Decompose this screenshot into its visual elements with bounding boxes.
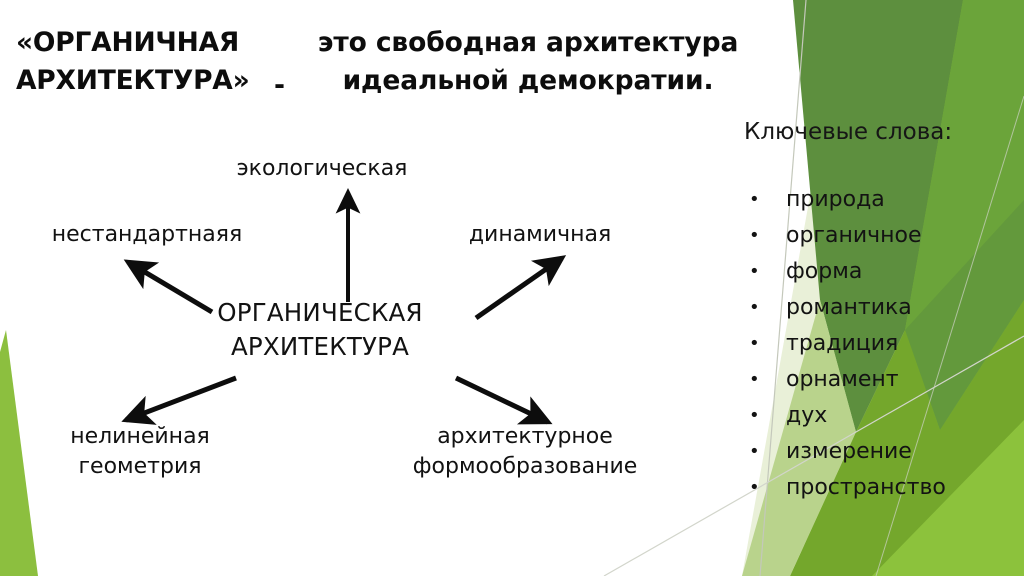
keyword-label: пространство	[786, 475, 946, 500]
diagram-center-label: ОРГАНИЧЕСКАЯ АРХИТЕКТУРА	[217, 298, 423, 361]
list-item: • форма	[744, 254, 1024, 290]
keywords-list: • природа • органичное • форма • романтика •…	[744, 182, 1024, 506]
bullet-icon: •	[749, 369, 760, 390]
diagram-node-eco: экологическая	[236, 156, 408, 181]
keyword-label: романтика	[786, 295, 912, 320]
keyword-label: дух	[786, 403, 828, 428]
keyword-label: орнамент	[786, 367, 899, 392]
arrow-to-nonlinear	[121, 375, 237, 425]
diagram-node-dynamic: динамичная	[468, 222, 612, 247]
bullet-icon: •	[749, 333, 760, 354]
list-item: • романтика	[744, 290, 1024, 326]
list-item: • орнамент	[744, 362, 1024, 398]
diagram-arrows	[121, 188, 567, 425]
list-item: • измерение	[744, 434, 1024, 470]
bullet-icon: •	[749, 189, 760, 210]
arrow-to-nonstd	[123, 259, 214, 315]
title-right-text: это свободная архитектура идеальной демо…	[317, 27, 739, 96]
title-dash: -	[274, 70, 285, 101]
arrow-to-formation	[454, 375, 553, 425]
bullet-icon: •	[749, 477, 760, 498]
keyword-label: природа	[786, 187, 885, 212]
keyword-label: форма	[786, 259, 863, 284]
keyword-label: традиция	[786, 331, 899, 356]
bullet-icon: •	[749, 225, 760, 246]
list-item: • дух	[744, 398, 1024, 434]
title-left-text: «ОРГАНИЧНАЯ АРХИТЕКТУРА»	[16, 27, 250, 96]
slide-title: «ОРГАНИЧНАЯ АРХИТЕКТУРА» - это свободная…	[8, 24, 748, 120]
concept-diagram: экологическая нестандартнаяя динамичная …	[0, 130, 730, 520]
list-item: • традиция	[744, 326, 1024, 362]
diagram-node-nonlinear-geometry: нелинейная геометрия	[70, 424, 210, 479]
diagram-node-nonstandard: нестандартнаяя	[51, 222, 243, 247]
bullet-icon: •	[749, 261, 760, 282]
bullet-icon: •	[749, 441, 760, 462]
keyword-label: измерение	[786, 439, 912, 464]
bullet-icon: •	[749, 405, 760, 426]
keywords-title: Ключевые слова:	[744, 119, 953, 145]
diagram-node-architectural-formation: архитектурное формообразование	[412, 424, 638, 479]
list-item: • природа	[744, 182, 1024, 218]
list-item: • пространство	[744, 470, 1024, 506]
keywords-panel: Ключевые слова: • природа • органичное • фо…	[744, 118, 1024, 506]
bullet-icon: •	[749, 297, 760, 318]
arrow-to-dynamic	[474, 255, 567, 321]
list-item: • органичное	[744, 218, 1024, 254]
keyword-label: органичное	[786, 223, 922, 248]
